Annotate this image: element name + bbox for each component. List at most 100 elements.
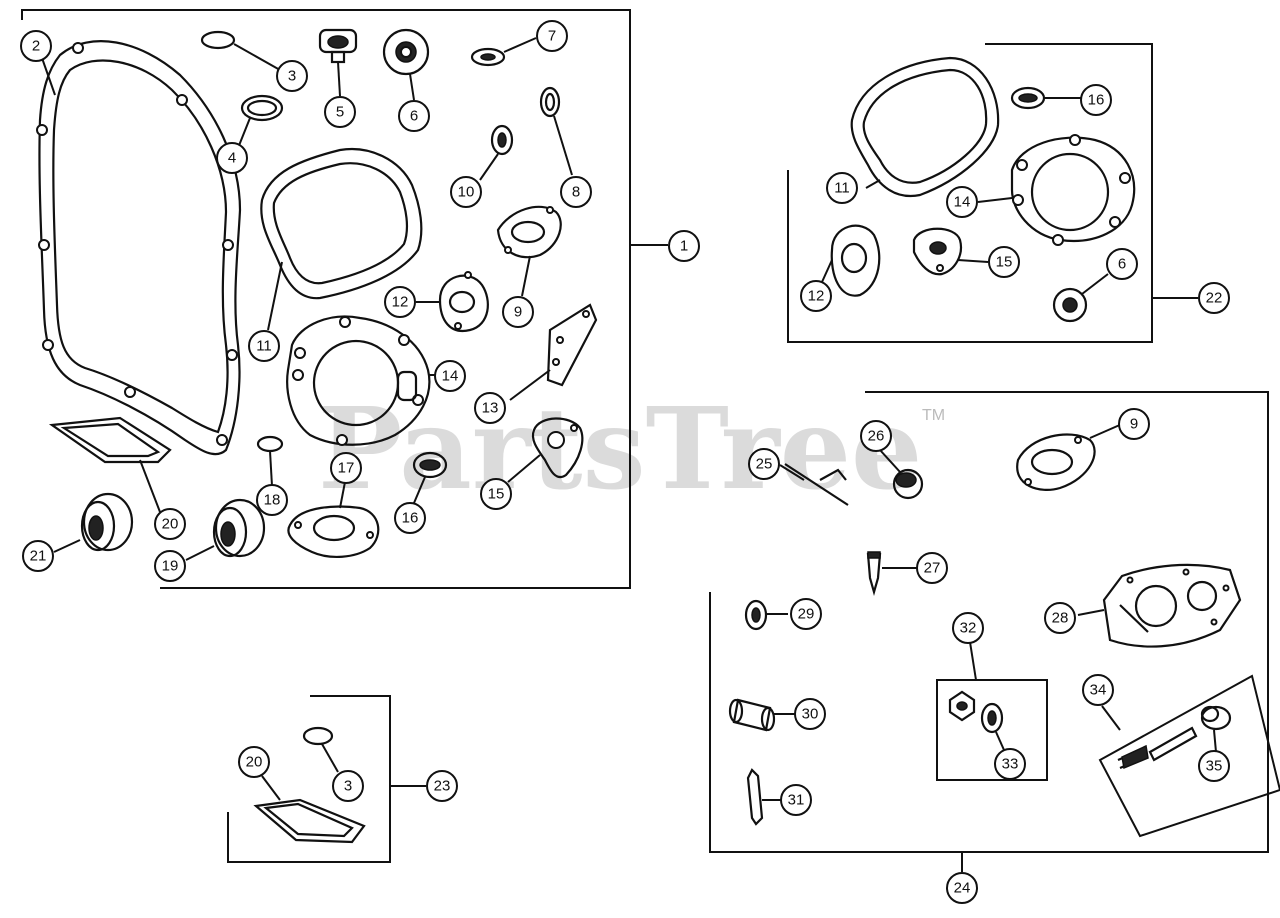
callout-9: 9: [1118, 408, 1150, 440]
pin-part: [746, 768, 764, 826]
callout-number: 16: [402, 510, 419, 527]
callout-number: 4: [228, 150, 236, 167]
choke-shaft-part: [784, 463, 849, 506]
callout-17: 17: [330, 452, 362, 484]
callout-number: 27: [924, 560, 941, 577]
idle-mixture-screw-part: [1117, 726, 1198, 770]
drain-plug-part: [318, 28, 358, 64]
callout-29: 29: [790, 598, 822, 630]
callout-number: 28: [1052, 610, 1069, 627]
kit-1-frame: [21, 9, 668, 589]
kit-24-frame: [709, 391, 1269, 872]
callout-number: 21: [30, 548, 47, 565]
washer-part: [470, 47, 506, 67]
callout-number: 9: [1130, 416, 1138, 433]
callout-number: 20: [246, 754, 263, 771]
watermark-trademark: TM: [922, 407, 945, 424]
callout-28: 28: [1044, 602, 1076, 634]
oil-seal-part: [382, 28, 430, 76]
seal-washer-part: [980, 702, 1004, 734]
callout-number: 6: [1118, 256, 1126, 273]
callout-number: 16: [1088, 92, 1105, 109]
callout-25: 25: [748, 448, 780, 480]
callout-19: 19: [154, 550, 186, 582]
float-needle-part: [866, 551, 882, 597]
callout-number: 7: [548, 28, 556, 45]
carburetor-gasket-part: [912, 227, 963, 276]
callout-11: 11: [248, 330, 280, 362]
oil-seal-part: [1052, 287, 1088, 323]
callout-20: 20: [238, 746, 270, 778]
callout-number: 1: [680, 238, 688, 255]
o-ring-part: [200, 30, 236, 50]
subgroup-32-frame: [936, 641, 1048, 781]
oil-seal-part: [212, 498, 266, 558]
callout-number: 6: [410, 108, 418, 125]
rocker-cover-gasket-part: [850, 56, 1000, 198]
callout-26: 26: [860, 420, 892, 452]
callout-27: 27: [916, 552, 948, 584]
callout-9: 9: [502, 296, 534, 328]
callout-number: 11: [834, 180, 850, 197]
callout-30: 30: [794, 698, 826, 730]
callout-31: 31: [780, 784, 812, 816]
callout-20: 20: [154, 508, 186, 540]
crankshaft-seal-part: [80, 492, 134, 552]
gasket-part: [539, 86, 561, 118]
callout-number: 35: [1206, 758, 1223, 775]
callout-13: 13: [474, 392, 506, 424]
callout-number: 25: [756, 456, 773, 473]
gasket-part: [253, 798, 366, 844]
callout-number: 3: [344, 778, 352, 795]
callout-8: 8: [560, 176, 592, 208]
callout-6: 6: [1106, 248, 1138, 280]
intake-gasket-part: [1016, 433, 1096, 491]
callout-number: 18: [264, 492, 281, 509]
callout-number: 13: [482, 400, 499, 417]
callout-number: 14: [442, 368, 459, 385]
callout-number: 15: [488, 486, 505, 503]
plug-part: [892, 468, 924, 500]
callout-32: 32: [952, 612, 984, 644]
washer-part: [744, 599, 768, 631]
callout-14: 14: [946, 186, 978, 218]
subgroup-34-frame: [1098, 674, 1280, 838]
crankcase-gasket-part: [36, 40, 242, 456]
callout-number: 9: [514, 304, 522, 321]
callout-18: 18: [256, 484, 288, 516]
o-ring-part: [256, 435, 284, 453]
callout-6: 6: [398, 100, 430, 132]
limiter-cap-part: [1200, 705, 1232, 731]
grommet-part: [490, 124, 514, 156]
callout-number: 26: [868, 428, 885, 445]
main-jet-part: [948, 690, 976, 722]
callout-number: 12: [392, 294, 409, 311]
callout-3: 3: [276, 60, 308, 92]
callout-number: 20: [162, 516, 179, 533]
kit-22-frame: [787, 43, 1198, 343]
callout-number: 5: [336, 104, 344, 121]
callout-number: 22: [1206, 290, 1223, 307]
callout-number: 24: [954, 880, 971, 897]
callout-11: 11: [826, 172, 858, 204]
callout-number: 2: [32, 38, 40, 55]
callout-number: 12: [808, 288, 825, 305]
head-gasket-part: [286, 315, 431, 446]
callout-15: 15: [988, 246, 1020, 278]
callout-7: 7: [536, 20, 568, 52]
callout-number: 8: [572, 184, 580, 201]
intake-gasket-part: [496, 205, 562, 259]
callout-33: 33: [994, 748, 1026, 780]
callout-number: 23: [434, 778, 451, 795]
callout-number: 3: [288, 68, 296, 85]
gasket-part: [287, 505, 380, 558]
callout-35: 35: [1198, 750, 1230, 782]
callout-15: 15: [480, 478, 512, 510]
callout-number: 31: [788, 792, 805, 809]
callout-12: 12: [800, 280, 832, 312]
callout-24: 24: [946, 872, 978, 904]
callout-12: 12: [384, 286, 416, 318]
callout-number: 17: [338, 460, 355, 477]
gasket-part: [48, 416, 172, 464]
